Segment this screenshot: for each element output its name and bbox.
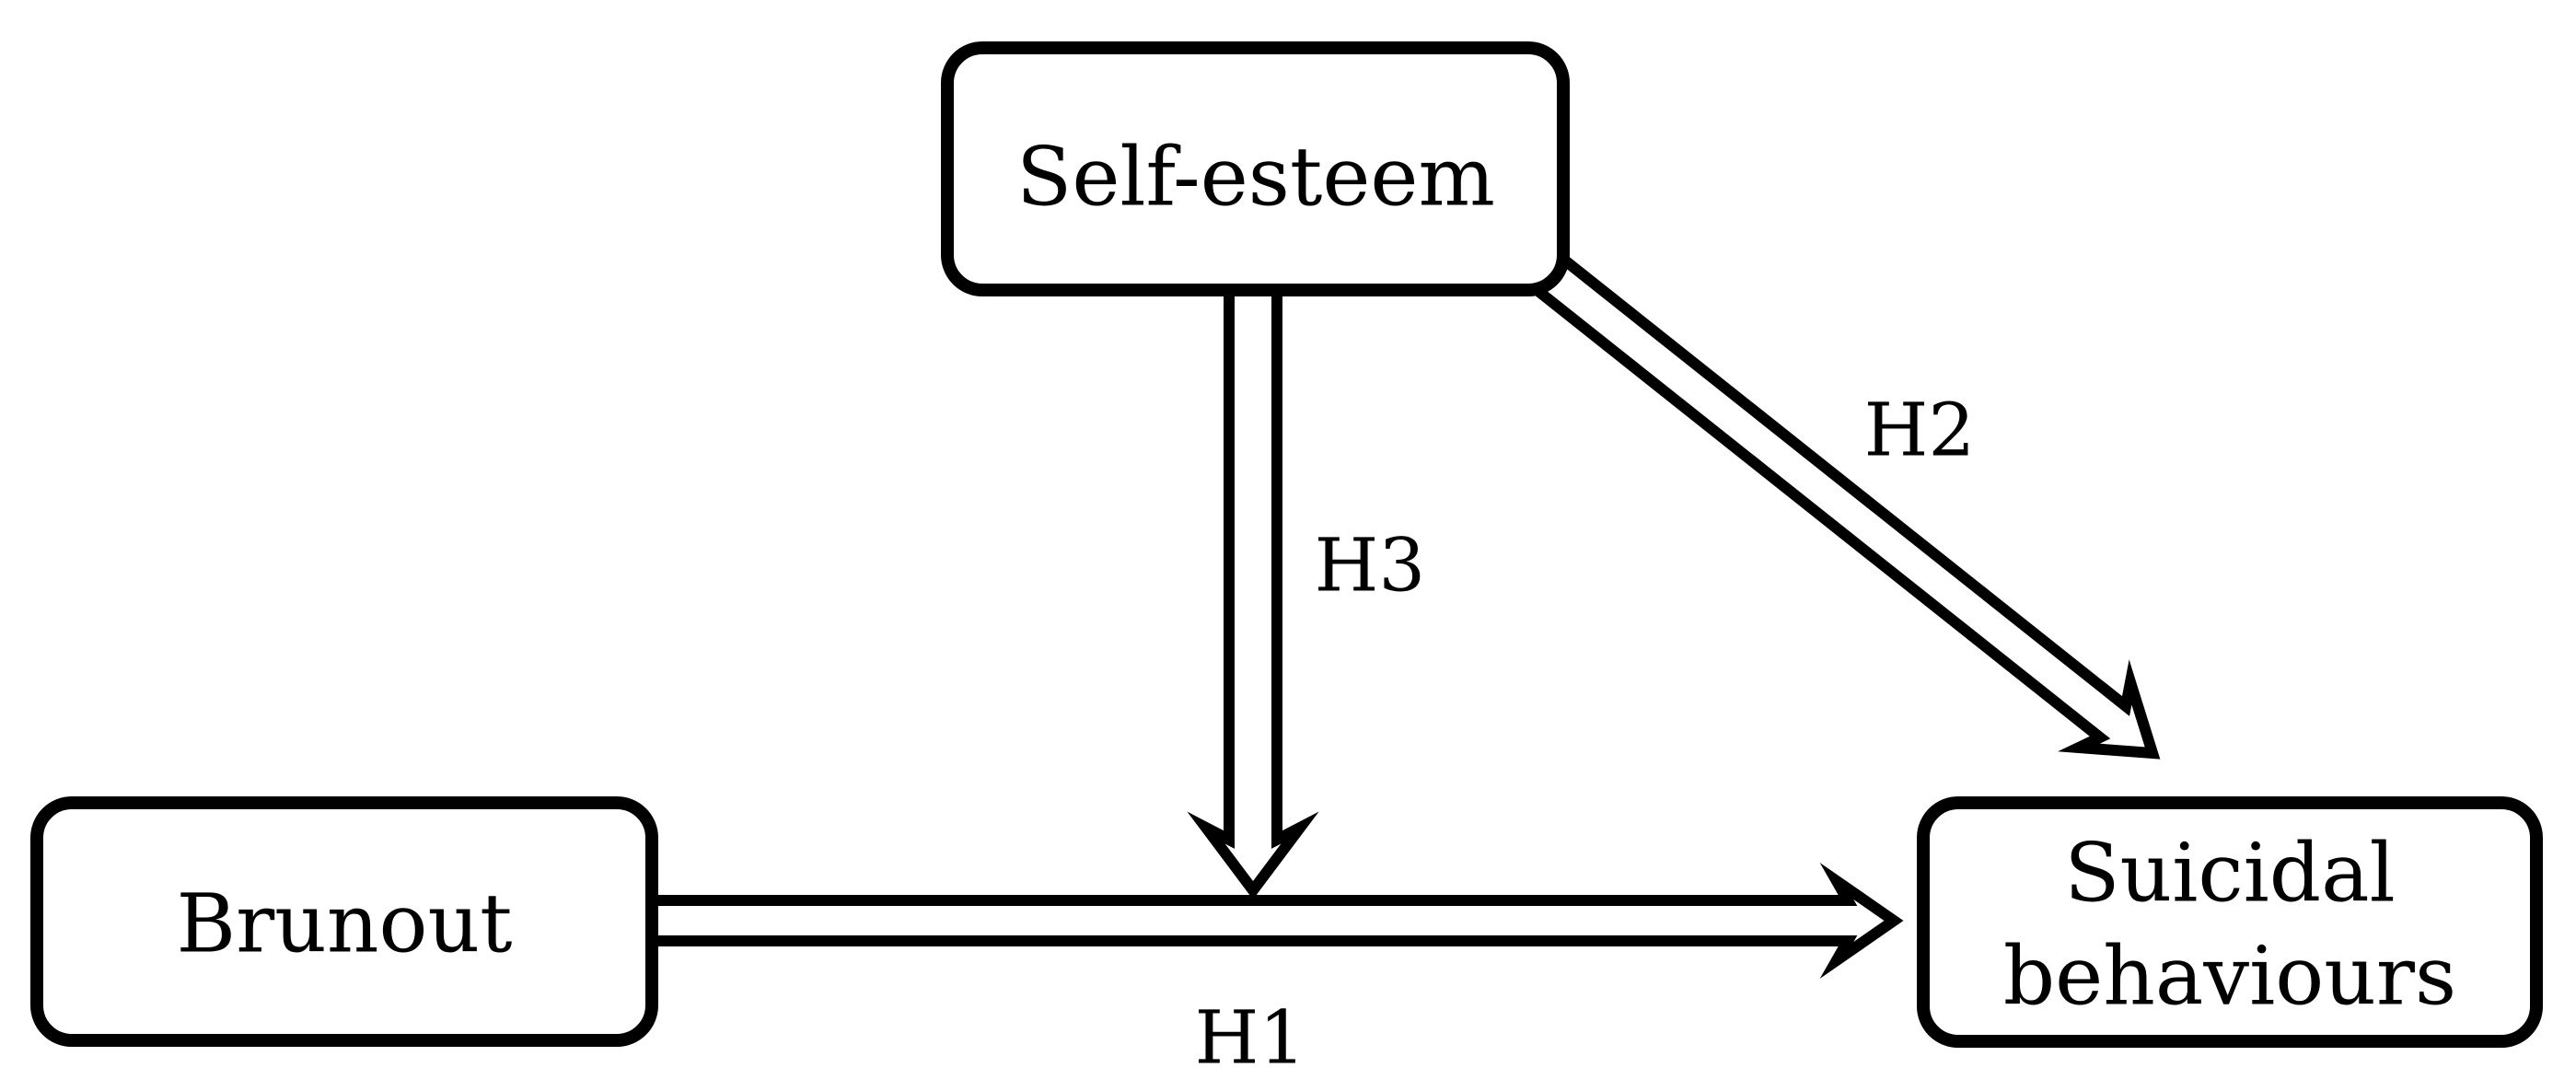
node-label-self-esteem: Self-esteem — [1016, 130, 1495, 225]
edge-label-h3: H3 — [1315, 523, 1426, 609]
node-label-suicidal-line1: Suicidal — [2064, 826, 2395, 921]
arrow-h3 — [1187, 252, 1319, 899]
node-label-suicidal-line2: behaviours — [2003, 929, 2456, 1024]
edge-label-h2: H2 — [1864, 388, 1976, 473]
arrow-h1 — [602, 862, 1904, 980]
edge-label-h1: H1 — [1195, 995, 1306, 1081]
node-box-self-esteem — [941, 41, 1570, 296]
arrow-h2 — [1473, 206, 2161, 760]
node-box-suicidal-behaviours — [1917, 796, 2543, 1048]
node-box-brunout — [30, 796, 658, 1047]
node-label-brunout: Brunout — [176, 876, 512, 971]
